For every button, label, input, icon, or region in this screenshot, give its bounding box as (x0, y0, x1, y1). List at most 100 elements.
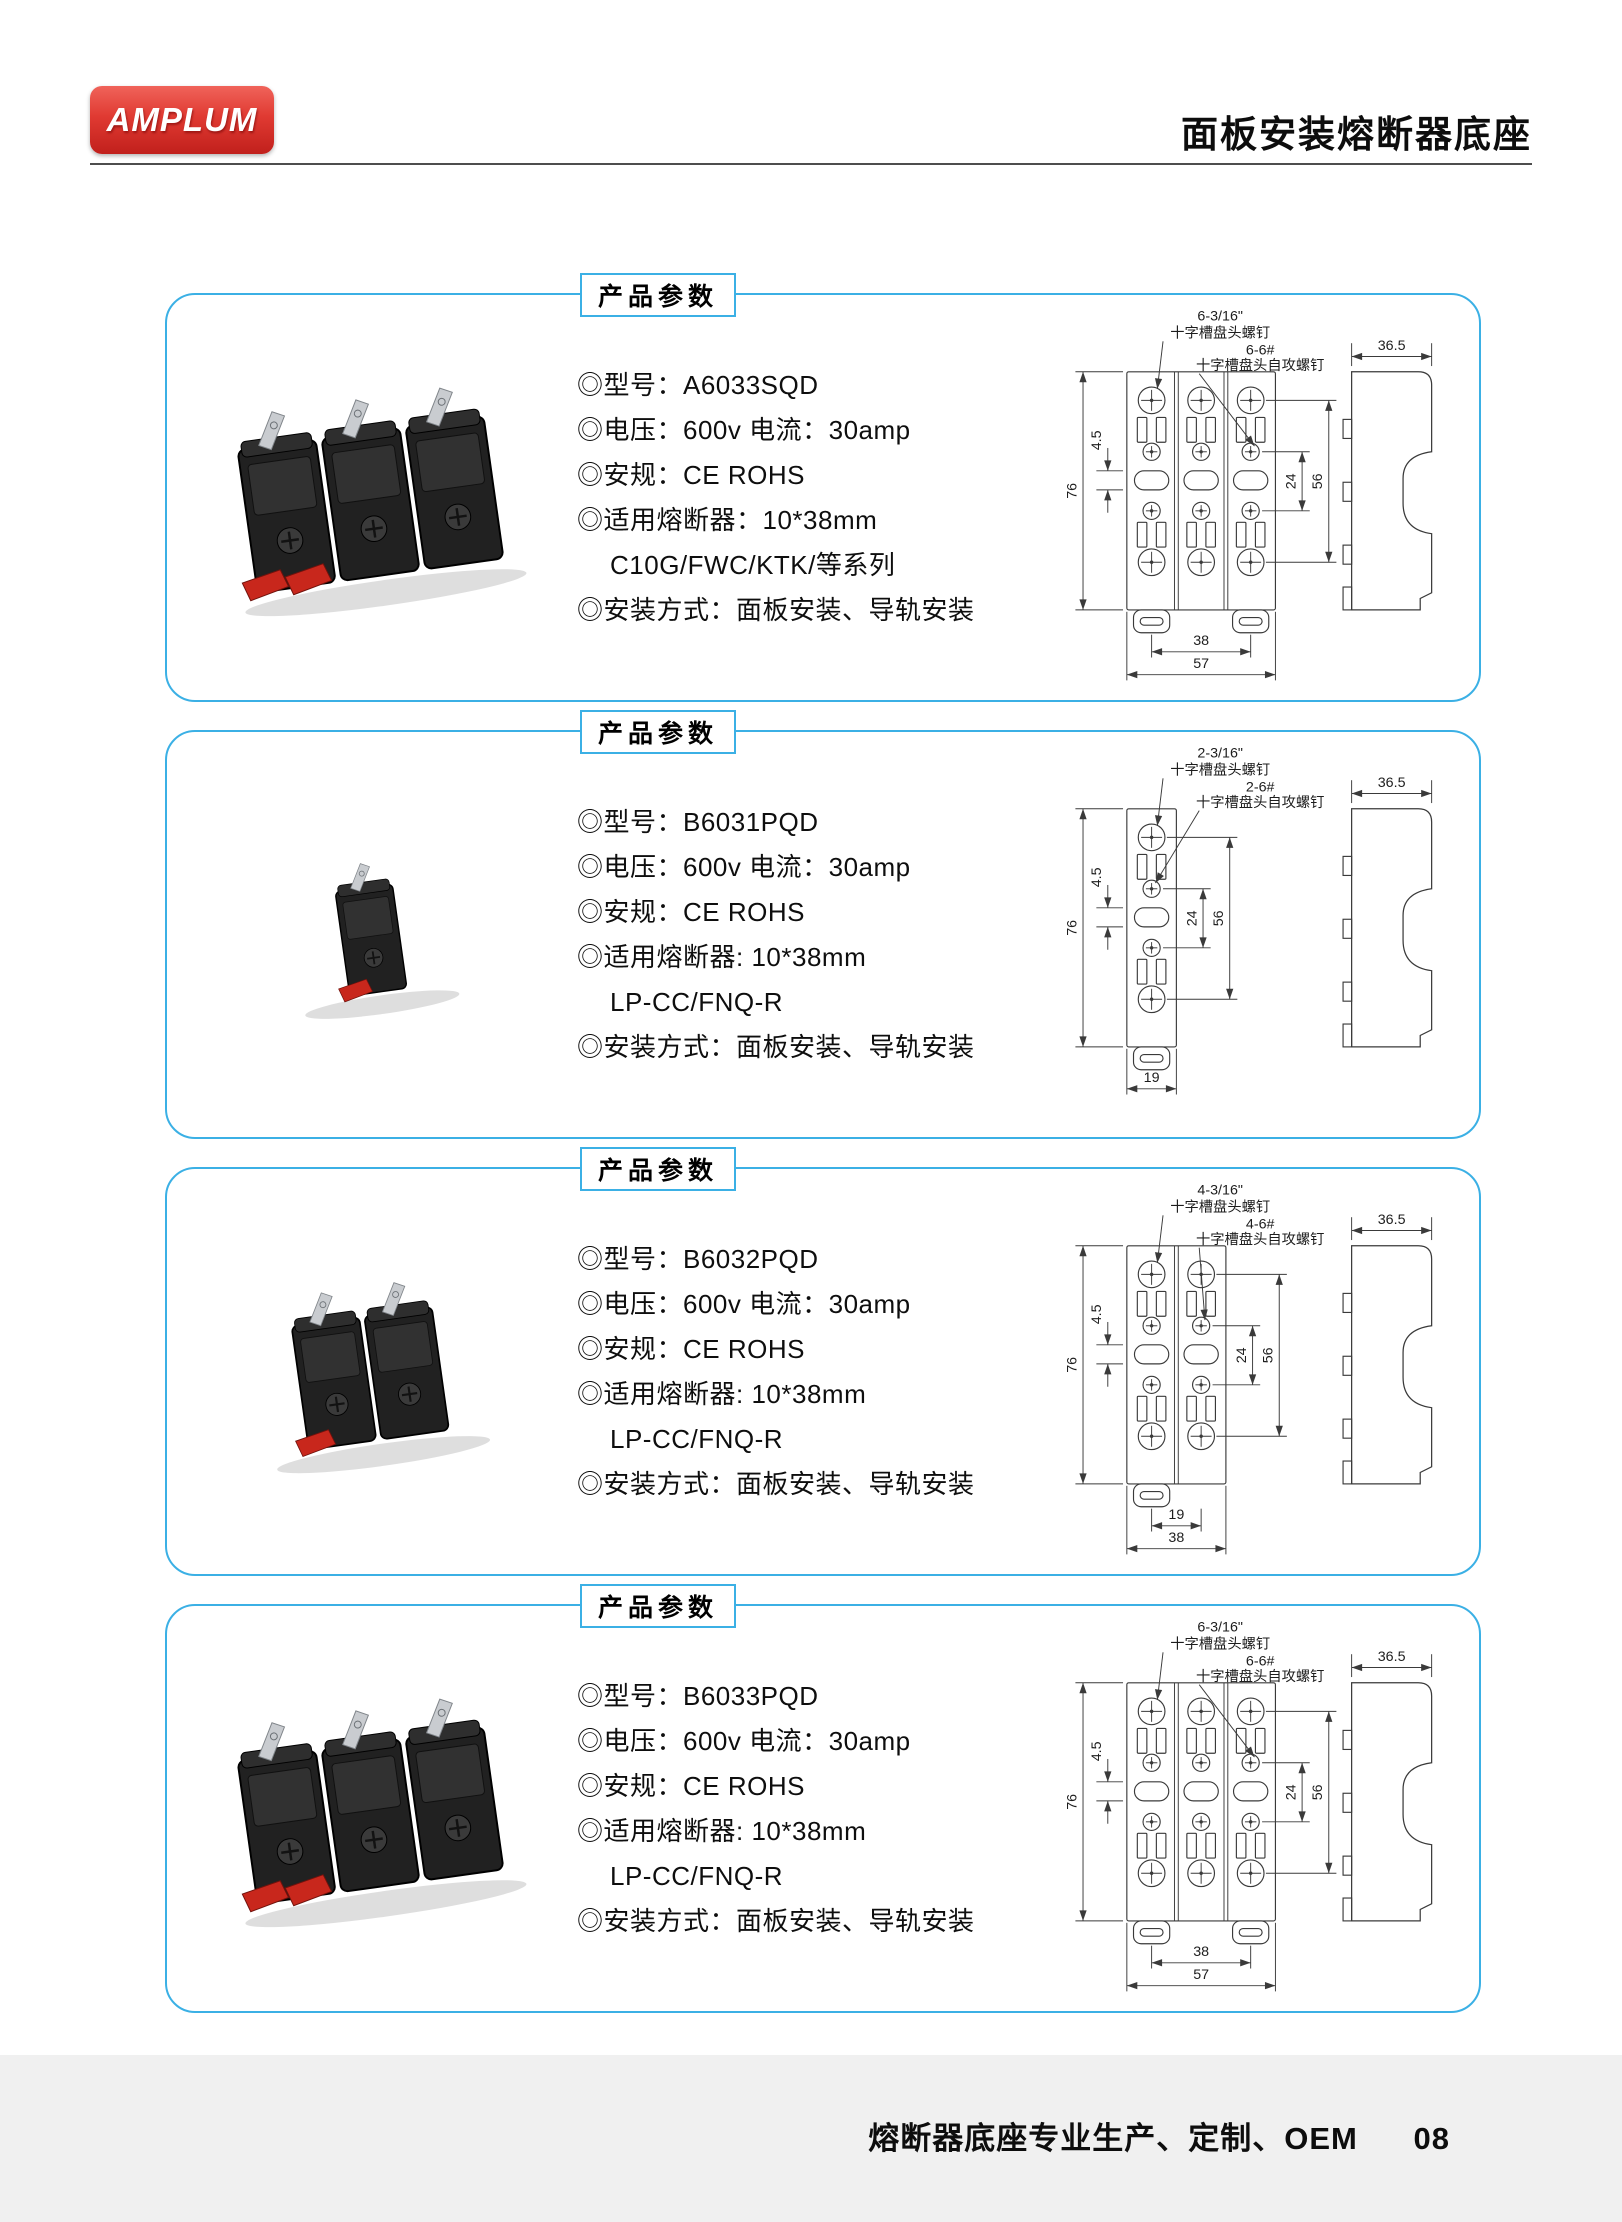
product-photo-svg (277, 1281, 491, 1473)
screw-callout-label: 十字槽盘头螺钉 (1170, 1634, 1270, 1652)
section-body: ◎型号：B6031PQD◎电压：600v 电流：30amp◎安规：CE ROHS… (167, 732, 1479, 1137)
dim-label: 36.5 (1378, 338, 1406, 354)
dim-label: 56 (1261, 1347, 1277, 1363)
dim-label: 76 (1064, 920, 1080, 936)
amplum-logo: AMPLUM (90, 86, 274, 154)
section-header-label: 产品参数 (598, 1594, 719, 1622)
blade-terminal (341, 399, 369, 439)
side-view (1351, 371, 1433, 611)
spec-line: ◎适用熔断器: 10*38mm (577, 941, 867, 972)
product-illustration (236, 1698, 526, 1928)
blade-terminal (349, 862, 370, 892)
page-title: 面板安装熔断器底座 (1181, 114, 1532, 155)
section-header-label: 产品参数 (598, 720, 719, 748)
screw-callout-qty: 6-3/16" (1197, 1619, 1243, 1635)
logo-text: AMPLUM (106, 101, 258, 138)
dim-label: 57 (1193, 1967, 1209, 1983)
dim-label: 56 (1211, 910, 1227, 926)
blade-terminal (257, 411, 285, 451)
dim-label: 36.5 (1378, 775, 1406, 791)
spec-list: ◎型号：B6032PQD◎电压：600v 电流：30amp◎安规：CE ROHS… (577, 1237, 1009, 1507)
dim-label: 56 (1310, 1784, 1326, 1800)
screw-callout-qty: 6-6# (1246, 343, 1275, 359)
section-body: ◎型号：B6033PQD◎电压：600v 电流：30amp◎安规：CE ROHS… (167, 1606, 1479, 2011)
spec-line: ◎型号：B6032PQD (577, 1243, 819, 1274)
spec-line: ◎型号：B6031PQD (577, 806, 819, 837)
spec-line: ◎电压：600v 电流：30amp (577, 414, 911, 445)
spec-line: ◎适用熔断器: 10*38mm (577, 1378, 867, 1409)
spec-line: ◎安规：CE ROHS (577, 459, 805, 490)
red-clip (295, 1428, 337, 1457)
blade-terminal (381, 1281, 406, 1316)
dim-label: 57 (1193, 656, 1209, 672)
dim-label: 4.5 (1089, 430, 1105, 450)
dim-label: 4.5 (1089, 867, 1105, 887)
page-number: 08 (1413, 2121, 1450, 2156)
dim-label: 19 (1168, 1507, 1184, 1523)
section-header-label: 产品参数 (598, 1157, 719, 1185)
blade-terminal (309, 1291, 333, 1326)
dim-label: 4.5 (1089, 1741, 1105, 1761)
spec-list: ◎型号：A6033SQD◎电压：600v 电流：30amp◎安规：CE ROHS… (577, 363, 1009, 633)
spec-line: LP-CC/FNQ-R (610, 986, 784, 1017)
dim-label: 4.5 (1089, 1304, 1105, 1324)
product-photo-svg (236, 1698, 526, 1928)
dim-label: 24 (1283, 1784, 1299, 1800)
screw-callout-qty: 2-3/16" (1197, 745, 1243, 761)
red-clip (241, 1880, 289, 1913)
footer-slogan: 熔断器底座专业生产、定制、OEM (868, 2121, 1358, 2156)
header-divider (90, 163, 1532, 165)
spec-line: ◎安装方式：面板安装、导轨安装 (577, 1468, 975, 1499)
screw-callout-label: 十字槽盘头自攻螺钉 (1196, 793, 1324, 811)
section-header: 产品参数 (580, 1147, 737, 1191)
red-clip (241, 569, 289, 602)
product-section: 产品参数 ◎型号：B6032PQD◎电压：600v 电流：30amp◎安规：CE… (165, 1147, 1481, 1576)
blade-terminal (425, 387, 453, 428)
dim-label: 24 (1234, 1347, 1250, 1363)
screw-callout-label: 十字槽盘头螺钉 (1170, 760, 1270, 778)
product-photo (167, 1680, 577, 1936)
spec-line: ◎安装方式：面板安装、导轨安装 (577, 594, 975, 625)
spec-line: LP-CC/FNQ-R (610, 1860, 784, 1891)
screw-callout-qty: 4-3/16" (1197, 1182, 1243, 1198)
blade-terminal (257, 1722, 285, 1762)
spec-line: ◎安装方式：面板安装、导轨安装 (577, 1905, 975, 1936)
side-view (1351, 1682, 1433, 1922)
blade-terminal (341, 1710, 369, 1750)
red-clip (337, 978, 373, 1003)
spec-list: ◎型号：B6033PQD◎电压：600v 电流：30amp◎安规：CE ROHS… (577, 1674, 1009, 1944)
red-clip (284, 563, 332, 596)
screw-callout-qty: 6-6# (1246, 1654, 1275, 1670)
page-footer: 熔断器底座专业生产、定制、OEM 08 (0, 2055, 1622, 2222)
side-view (1351, 808, 1433, 1048)
product-illustration (236, 387, 526, 617)
product-section: 产品参数 ◎型号：A6033SQD◎电压：600v 电流：30amp◎安规：CE… (165, 273, 1481, 702)
dim-label: 24 (1184, 910, 1200, 926)
section-header-label: 产品参数 (598, 283, 719, 311)
product-photo (167, 841, 577, 1028)
product-photo (167, 1261, 577, 1483)
spec-line: ◎安装方式：面板安装、导轨安装 (577, 1031, 975, 1062)
dim-label: 24 (1283, 473, 1299, 489)
dim-label: 56 (1310, 473, 1326, 489)
dim-label: 76 (1064, 1357, 1080, 1373)
spec-line: ◎安规：CE ROHS (577, 1333, 805, 1364)
spec-line: C10G/FWC/KTK/等系列 (610, 549, 896, 580)
screw-callout-label: 十字槽盘头自攻螺钉 (1196, 1230, 1324, 1248)
product-photo-svg (304, 862, 459, 1019)
spec-line: ◎型号：B6033PQD (577, 1680, 819, 1711)
dim-label: 76 (1064, 1794, 1080, 1810)
spec-line: ◎安规：CE ROHS (577, 1770, 805, 1801)
spec-list: ◎型号：B6031PQD◎电压：600v 电流：30amp◎安规：CE ROHS… (577, 800, 1009, 1070)
screw-callout-label: 十字槽盘头自攻螺钉 (1196, 356, 1324, 374)
spec-line: ◎适用熔断器：10*38mm (577, 504, 878, 535)
dim-label: 38 (1193, 1944, 1209, 1960)
spec-line: LP-CC/FNQ-R (610, 1423, 784, 1454)
